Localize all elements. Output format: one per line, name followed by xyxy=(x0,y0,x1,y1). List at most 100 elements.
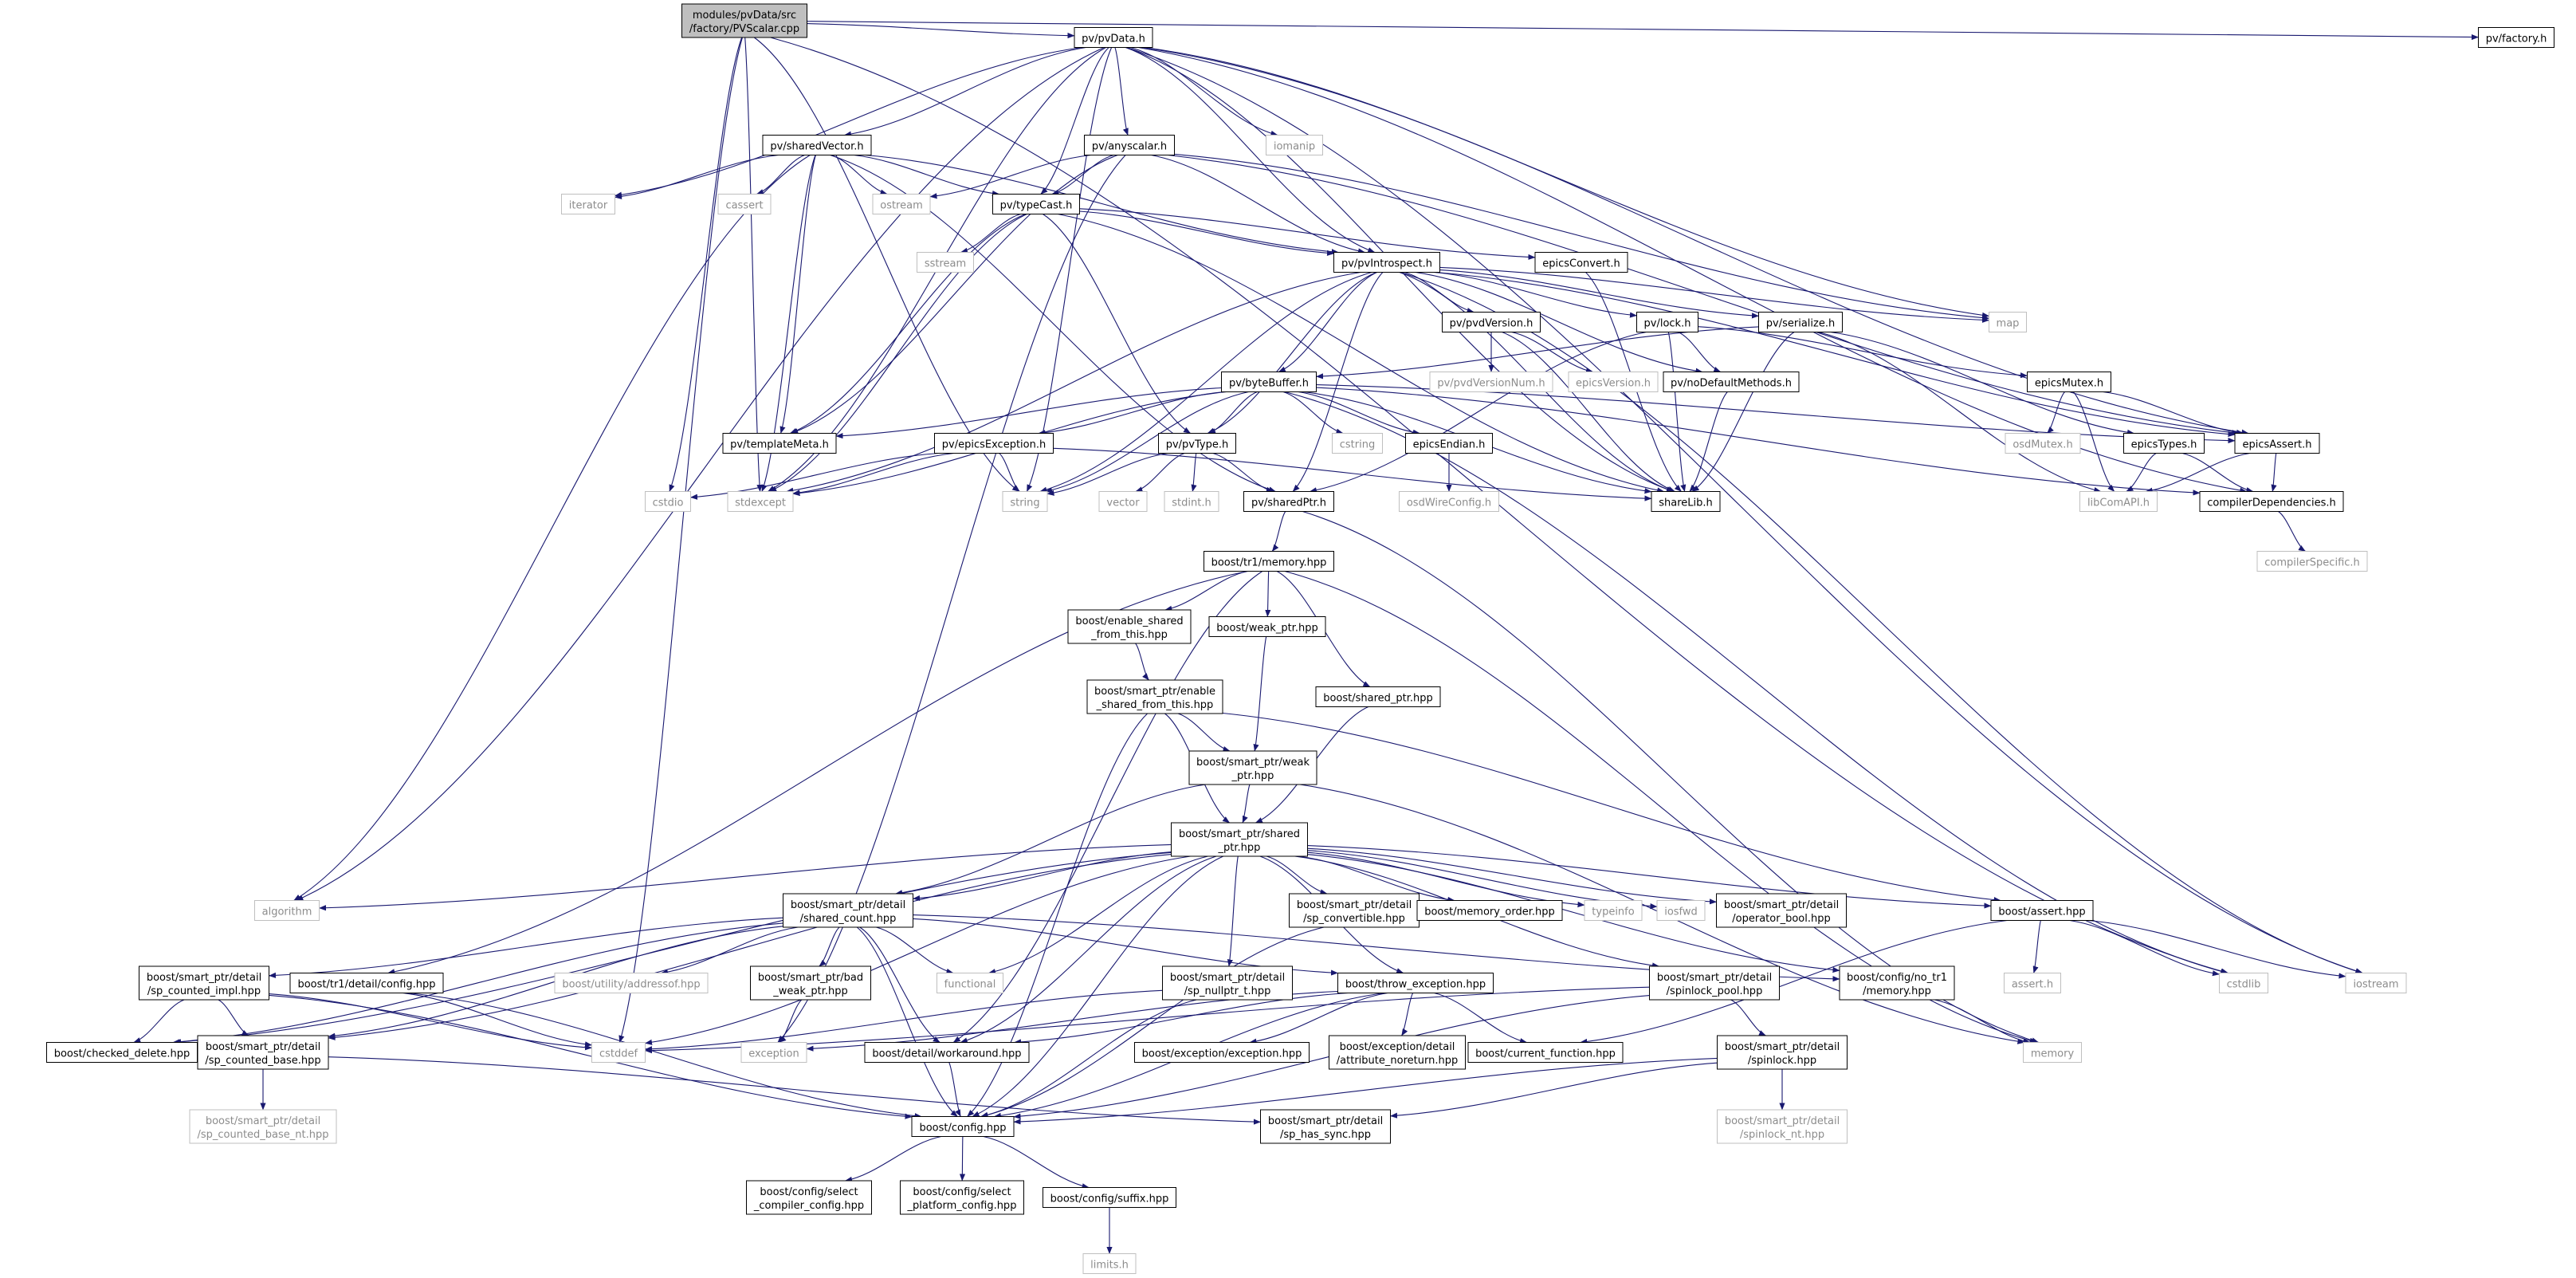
node-box xyxy=(2027,372,2111,392)
node-label: pv/factory.h xyxy=(2486,33,2547,45)
node-templateMeta[interactable]: pv/templateMeta.h xyxy=(722,433,837,454)
node-weakPtr[interactable]: boost/weak_ptr.hpp xyxy=(1208,616,1326,637)
node-label: boost/smart_ptr/bad xyxy=(758,972,863,984)
node-epicsConvert[interactable]: epicsConvert.h xyxy=(1534,252,1628,273)
node-box xyxy=(1084,135,1175,155)
node-typeCast[interactable]: pv/typeCast.h xyxy=(992,194,1080,214)
edge-pvIntrospect-to-stdexcept xyxy=(786,271,1361,494)
node-operatorBool[interactable]: boost/smart_ptr/detail/operator_bool.hpp xyxy=(1716,893,1847,928)
edge-spCountedImpl-to-configHpp xyxy=(269,994,913,1119)
node-label: /factory/PVScalar.cpp xyxy=(689,23,799,35)
node-factory[interactable]: pv/factory.h xyxy=(2478,27,2554,48)
node-box xyxy=(1086,679,1223,714)
node-epicsEndian[interactable]: epicsEndian.h xyxy=(1405,433,1493,454)
node-epicsAssert[interactable]: epicsAssert.h xyxy=(2234,433,2320,454)
node-sstream: sstream xyxy=(917,252,974,273)
node-selectPlatform[interactable]: boost/config/select_platform_config.hpp xyxy=(900,1180,1024,1215)
edge-pvIntrospect-to-map xyxy=(1439,266,1989,323)
edge-pvData-to-compilerDependencies xyxy=(1138,46,2248,494)
node-epicsException[interactable]: pv/epicsException.h xyxy=(934,433,1054,454)
node-configSuffix[interactable]: boost/config/suffix.hpp xyxy=(1043,1187,1176,1208)
node-sharedVector[interactable]: pv/sharedVector.h xyxy=(762,135,872,155)
node-badWeakPtr[interactable]: boost/smart_ptr/bad_weak_ptr.hpp xyxy=(750,965,871,1001)
node-selectCompiler[interactable]: boost/config/select_compiler_config.hpp xyxy=(746,1180,872,1215)
node-lock[interactable]: pv/lock.h xyxy=(1636,312,1698,332)
node-spNullptr[interactable]: boost/smart_ptr/detail/sp_nullptr_t.hpp xyxy=(1162,965,1293,1001)
edge-pvData-to-iterator xyxy=(615,46,1082,198)
edge-byteBuffer-to-epicsEndian xyxy=(1298,391,1420,435)
node-label: cstdlib xyxy=(2227,979,2261,991)
edge-pvData-to-sharedVector xyxy=(843,46,1086,137)
node-spinlock[interactable]: boost/smart_ptr/detail/spinlock.hpp xyxy=(1717,1035,1848,1070)
node-box xyxy=(1717,1035,1848,1070)
node-box xyxy=(2005,433,2081,454)
node-checkedDelete[interactable]: boost/checked_delete.hpp xyxy=(46,1042,198,1063)
node-box xyxy=(46,1042,198,1063)
edge-spSharedPtr-to-assertHpp xyxy=(1307,845,1992,909)
node-spCountedBase[interactable]: boost/smart_ptr/detail/sp_counted_base.h… xyxy=(197,1035,329,1070)
edge-spSharedPtr-to-checkedDelete xyxy=(174,851,1172,1045)
node-enableSharedFromThis[interactable]: boost/enable_shared_from_this.hpp xyxy=(1067,609,1192,644)
node-label: libComAPI.h xyxy=(2087,497,2150,509)
node-sharedCount[interactable]: boost/smart_ptr/detail/shared_count.hpp xyxy=(783,893,913,928)
edge-tr1DetailConfig-to-configHpp xyxy=(407,992,922,1119)
node-label: boost/smart_ptr/detail xyxy=(1725,1115,1840,1127)
node-layer: modules/pvData/src/factory/PVScalar.cpp p… xyxy=(46,3,2554,1274)
node-anyscalar[interactable]: pv/anyscalar.h xyxy=(1084,135,1175,155)
edge-byteBuffer-to-string xyxy=(1045,391,1249,494)
node-label: boost/enable_shared xyxy=(1075,615,1183,627)
node-attrNoreturn[interactable]: boost/exception/detail/attribute_noretur… xyxy=(1329,1035,1466,1070)
node-tr1DetailConfig[interactable]: boost/tr1/detail/config.hpp xyxy=(289,973,444,993)
node-label: boost/smart_ptr/detail xyxy=(1724,899,1839,911)
node-epicsMutex[interactable]: epicsMutex.h xyxy=(2027,372,2111,392)
node-noDefaultMethods[interactable]: pv/noDefaultMethods.h xyxy=(1663,372,1800,392)
node-spCountedImpl[interactable]: boost/smart_ptr/detail/sp_counted_impl.h… xyxy=(139,965,269,1001)
edge-configHpp-to-selectCompiler xyxy=(845,1135,942,1182)
node-box xyxy=(2234,433,2320,454)
node-label: boost/shared_ptr.hpp xyxy=(1323,693,1433,705)
node-epicsTypes[interactable]: epicsTypes.h xyxy=(2123,433,2205,454)
node-pvData[interactable]: pv/pvData.h xyxy=(1074,27,1153,48)
edge-sharedVector-to-cassert xyxy=(756,154,805,195)
node-throwException[interactable]: boost/throw_exception.hpp xyxy=(1337,973,1494,993)
node-box xyxy=(1663,372,1800,392)
node-algorithm: algorithm xyxy=(254,900,320,921)
node-spEnableShared[interactable]: boost/smart_ptr/enable_shared_from_this.… xyxy=(1086,679,1223,714)
edge-anyscalar-to-exception xyxy=(777,155,1126,1043)
node-tr1memory[interactable]: boost/tr1/memory.hpp xyxy=(1204,551,1334,572)
node-functional: functional xyxy=(937,973,1003,993)
node-spSharedPtr[interactable]: boost/smart_ptr/shared_ptr.hpp xyxy=(1171,822,1308,857)
edge-sharedCount-to-spCountedImpl xyxy=(269,917,783,978)
node-pvType[interactable]: pv/pvType.h xyxy=(1158,433,1236,454)
node-configNoTr1[interactable]: boost/config/no_tr1/memory.hpp xyxy=(1839,965,1955,1001)
node-detailWorkaround[interactable]: boost/detail/workaround.hpp xyxy=(864,1042,1030,1063)
node-box xyxy=(2004,973,2061,993)
node-assertHpp[interactable]: boost/assert.hpp xyxy=(1990,900,2094,921)
node-exceptionHpp[interactable]: boost/exception/exception.hpp xyxy=(1134,1042,1310,1063)
node-shareLib[interactable]: shareLib.h xyxy=(1651,491,1721,512)
node-spConvertible[interactable]: boost/smart_ptr/detail/sp_convertible.hp… xyxy=(1289,893,1420,928)
node-spHasSync[interactable]: boost/smart_ptr/detail/sp_has_sync.hpp xyxy=(1260,1109,1391,1144)
node-sharedPtr[interactable]: pv/sharedPtr.h xyxy=(1243,491,1334,512)
edge-spSharedPtr-to-operatorBool xyxy=(1307,847,1717,905)
node-spinlockPool[interactable]: boost/smart_ptr/detail/spinlock_pool.hpp xyxy=(1649,965,1780,1001)
node-pvdVersion[interactable]: pv/pvdVersion.h xyxy=(1442,312,1541,332)
node-serialize[interactable]: pv/serialize.h xyxy=(1758,312,1843,332)
node-label: boost/config/select xyxy=(760,1186,858,1198)
node-exception: exception xyxy=(740,1042,807,1063)
node-label: compilerDependencies.h xyxy=(2207,497,2335,509)
edge-throwException-to-detailWorkaround xyxy=(1014,992,1349,1045)
edge-pvData-to-epicsAssert xyxy=(1141,46,2249,435)
node-pvIntrospect[interactable]: pv/pvIntrospect.h xyxy=(1333,252,1440,273)
node-box xyxy=(2478,27,2554,48)
node-sharedPtrHpp[interactable]: boost/shared_ptr.hpp xyxy=(1315,686,1441,707)
node-compilerDependencies[interactable]: compilerDependencies.h xyxy=(2199,491,2344,512)
node-configHpp[interactable]: boost/config.hpp xyxy=(911,1116,1015,1137)
node-byteBuffer[interactable]: pv/byteBuffer.h xyxy=(1221,372,1317,392)
node-box xyxy=(591,1042,646,1063)
node-root[interactable]: modules/pvData/src/factory/PVScalar.cpp xyxy=(681,3,807,38)
node-stdexcept: stdexcept xyxy=(727,491,794,512)
node-spWeakPtr[interactable]: boost/smart_ptr/weak_ptr.hpp xyxy=(1188,750,1317,785)
node-memoryOrder[interactable]: boost/memory_order.hpp xyxy=(1416,900,1563,921)
node-currentFunction[interactable]: boost/current_function.hpp xyxy=(1467,1042,1624,1063)
